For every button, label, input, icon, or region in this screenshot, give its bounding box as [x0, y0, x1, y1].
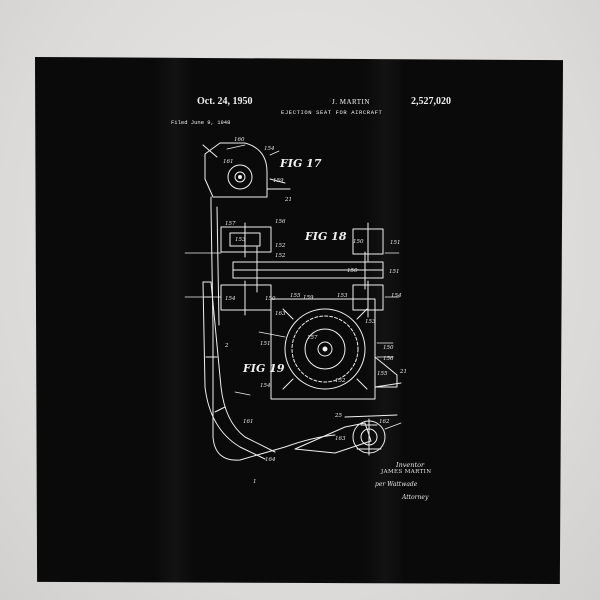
- signature-by: per Wattwade: [375, 481, 418, 488]
- numeral: 156: [275, 219, 286, 225]
- numeral: 151: [260, 341, 271, 347]
- numeral: 159: [273, 178, 284, 184]
- fig17-label: FIG 17: [279, 157, 322, 170]
- fig18-label: FIG 18: [304, 230, 347, 243]
- numeral: 150: [347, 268, 358, 274]
- reference-lines: [184, 144, 402, 430]
- bottom-drum: [294, 414, 398, 456]
- numeral: 157: [307, 335, 318, 341]
- patent-filed: Filed June 9, 1948: [171, 119, 231, 126]
- fig19-drawing: [270, 298, 402, 400]
- numeral: 160: [234, 137, 245, 143]
- fabric-fold: [155, 57, 195, 584]
- numeral: 154: [391, 293, 402, 299]
- inventor-name: JAMES MARTIN: [381, 469, 432, 475]
- numeral: 21: [284, 197, 292, 203]
- numeral: 150: [383, 345, 394, 351]
- numeral: 152: [275, 253, 286, 259]
- numeral: 21: [399, 369, 407, 375]
- numeral: 155: [290, 293, 301, 299]
- attorney-label: Attorney: [402, 494, 429, 501]
- numeral: 163: [335, 436, 346, 442]
- fabric-fold: [365, 57, 405, 584]
- numeral: 157: [225, 221, 236, 227]
- numeral: 153: [365, 319, 376, 325]
- numeral: 162: [379, 419, 390, 425]
- numeral: 1: [253, 479, 257, 485]
- cable-inner: [216, 206, 220, 326]
- fig19-label: FIG 19: [242, 362, 285, 375]
- patent-drawing: FIG 17 FIG 18: [184, 137, 407, 485]
- numeral: 150: [353, 239, 364, 245]
- numeral: 161: [223, 159, 234, 165]
- numeral: 151: [389, 269, 400, 275]
- numeral: 153: [235, 237, 246, 243]
- numeral: 151: [390, 240, 401, 246]
- fig18-drawing: [220, 222, 384, 318]
- patent-title: EJECTION SEAT FOR AIRCRAFT: [281, 109, 383, 116]
- guide-tube: [202, 281, 276, 460]
- patent-number: 2,527,020: [411, 96, 451, 107]
- numeral: 154: [264, 146, 275, 152]
- numeral: 25: [334, 413, 342, 419]
- numeral: 153: [337, 293, 348, 299]
- numeral: 2: [224, 343, 229, 349]
- patent-date: Oct. 24, 1950: [197, 96, 253, 107]
- reference-numerals: 160 154 161 159 21 157 156 153 152 150 1…: [223, 137, 407, 485]
- numeral: 152: [335, 378, 346, 384]
- numeral: 163: [275, 311, 286, 317]
- numeral: 154: [260, 383, 271, 389]
- numeral: 156: [383, 356, 394, 362]
- numeral: 161: [243, 419, 254, 425]
- numeral: 164: [265, 457, 276, 463]
- numeral: 152: [275, 243, 286, 249]
- numeral: 150: [265, 296, 276, 302]
- inventor-label: Inventor: [396, 461, 425, 469]
- numeral: 159: [303, 295, 314, 301]
- numeral: 154: [225, 296, 236, 302]
- numeral: 155: [377, 371, 388, 377]
- cable: [210, 206, 336, 461]
- patent-inventor-header: J. MARTIN: [332, 98, 370, 106]
- fig17-drawing: [202, 142, 291, 210]
- tapestry: Oct. 24, 1950 J. MARTIN 2,527,020 EJECTI…: [35, 57, 563, 584]
